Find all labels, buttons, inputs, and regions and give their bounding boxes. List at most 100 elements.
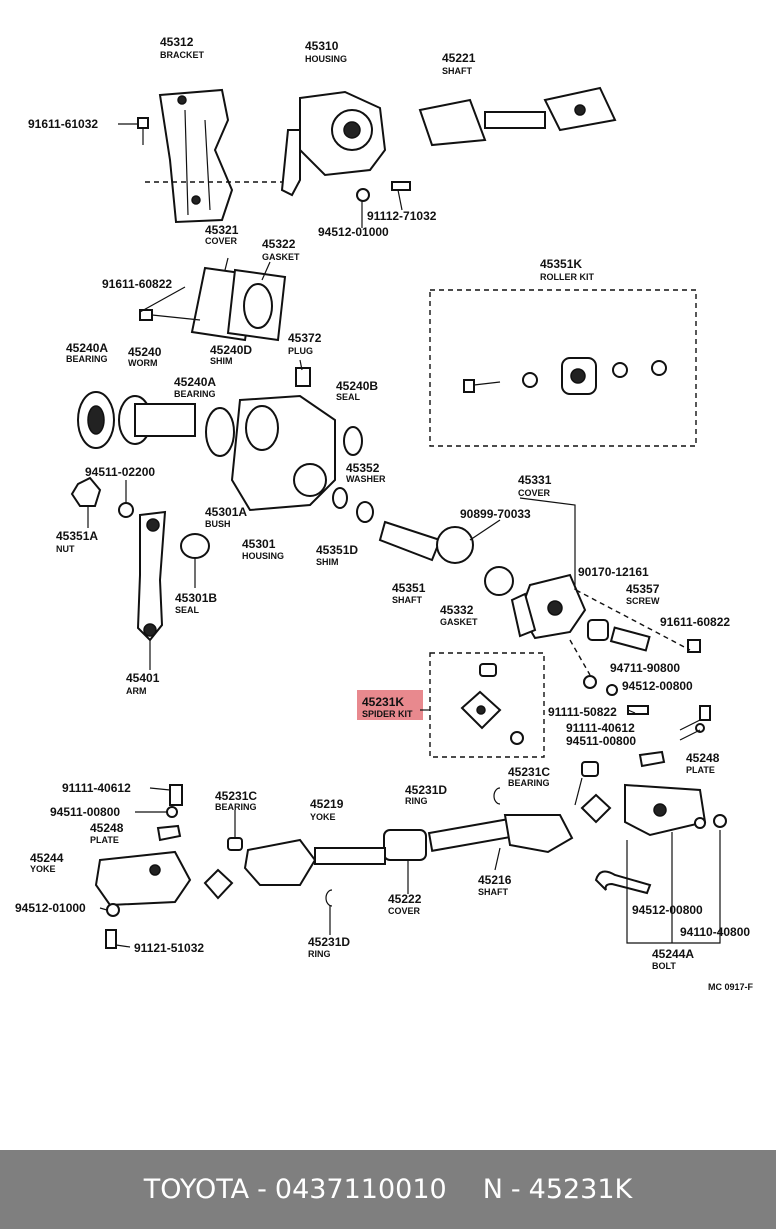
label-45321-num: 45321 bbox=[205, 223, 239, 237]
label-45248-b-name: PLATE bbox=[90, 835, 119, 845]
label-45240a-b-num: 45240A bbox=[174, 375, 216, 389]
label-94711-90800: 94711-90800 bbox=[610, 661, 680, 675]
bolt-91611-61032 bbox=[137, 117, 149, 145]
label-45240d-name: SHIM bbox=[210, 356, 233, 366]
label-45231k-num: 45231K bbox=[362, 695, 404, 709]
label-94511-02200: 94511-02200 bbox=[85, 465, 155, 479]
label-45331-num: 45331 bbox=[518, 473, 552, 487]
washer-94511-00800-b bbox=[166, 806, 178, 818]
washer-94711-90800 bbox=[583, 675, 597, 689]
label-45216-name: SHAFT bbox=[478, 887, 508, 897]
label-94511-00800-a: 94511-00800 bbox=[566, 734, 636, 748]
label-91611-60822-b: 91611-60822 bbox=[660, 615, 730, 629]
nut-94512-00800-a bbox=[606, 684, 618, 696]
label-45240b-name: SEAL bbox=[336, 392, 361, 402]
spider-kit-box bbox=[429, 652, 545, 758]
label-45332-name: GASKET bbox=[440, 617, 478, 627]
plate-45248-b bbox=[156, 824, 182, 842]
footer-part-number: 45231K bbox=[528, 1174, 633, 1205]
diagram-code: MC 0917-F bbox=[708, 982, 754, 992]
label-45240a-a-name: BEARING bbox=[66, 354, 108, 364]
label-45357-name: SCREW bbox=[626, 596, 660, 606]
label-91121-51032: 91121-51032 bbox=[134, 941, 204, 955]
bearing-45231c-a bbox=[581, 761, 599, 777]
cover-45222 bbox=[383, 829, 427, 861]
housing-45310 bbox=[280, 90, 387, 197]
label-91112-71032: 91112-71032 bbox=[367, 209, 437, 223]
spider-kit-parts bbox=[460, 663, 524, 745]
label-90899-70033: 90899-70033 bbox=[460, 507, 531, 521]
label-45352-num: 45352 bbox=[346, 461, 380, 475]
label-45332-num: 45332 bbox=[440, 603, 474, 617]
gasket-45332 bbox=[510, 592, 537, 638]
label-45221-name: SHAFT bbox=[442, 66, 472, 76]
bush-90899-70033 bbox=[484, 566, 514, 596]
label-45248-a-num: 45248 bbox=[686, 751, 720, 765]
bolt-91121-51032 bbox=[105, 929, 117, 949]
label-45372-num: 45372 bbox=[288, 331, 322, 345]
yoke-assembly-right bbox=[624, 783, 707, 837]
label-45351-num: 45351 bbox=[392, 581, 426, 595]
label-94512-01000-a: 94512-01000 bbox=[318, 225, 389, 239]
label-45301a-name: BUSH bbox=[205, 519, 231, 529]
shaft-45216 bbox=[427, 814, 574, 854]
label-45401-num: 45401 bbox=[126, 671, 160, 685]
label-45248-a-name: PLATE bbox=[686, 765, 715, 775]
nut-94512-00800-b bbox=[694, 817, 706, 829]
label-45222-num: 45222 bbox=[388, 892, 422, 906]
label-45216-num: 45216 bbox=[478, 873, 512, 887]
label-45357-num: 45357 bbox=[626, 582, 660, 596]
label-91111-40612-b: 91111-40612 bbox=[62, 781, 131, 795]
label-94110-40800: 94110-40800 bbox=[680, 925, 750, 939]
label-45401-name: ARM bbox=[126, 686, 147, 696]
label-45322-num: 45322 bbox=[262, 237, 296, 251]
label-45231k-name: SPIDER KIT bbox=[362, 709, 413, 719]
label-94512-01000-b: 94512-01000 bbox=[15, 901, 86, 915]
label-45351k-num: 45351K bbox=[540, 257, 582, 271]
highlight-45231k bbox=[357, 690, 423, 720]
label-45219-num: 45219 bbox=[310, 797, 344, 811]
label-45240a-b-name: BEARING bbox=[174, 389, 216, 399]
label-45351k-name: ROLLER KIT bbox=[540, 272, 594, 282]
label-45244a-num: 45244A bbox=[652, 947, 694, 961]
washer-94511-02200 bbox=[118, 502, 134, 518]
washer-45352 bbox=[356, 501, 374, 523]
label-45372-name: PLUG bbox=[288, 346, 313, 356]
label-45240-num: 45240 bbox=[128, 345, 162, 359]
washer-94110-40800 bbox=[713, 814, 727, 828]
label-45240b-num: 45240B bbox=[336, 379, 378, 393]
label-45351d-name: SHIM bbox=[316, 557, 339, 567]
shim-45351d bbox=[332, 487, 348, 509]
label-45240a-a-num: 45240A bbox=[66, 341, 108, 355]
bearing-45231c-b bbox=[227, 837, 243, 851]
ring-45231d-b bbox=[325, 889, 333, 907]
bolt-91111-40612-b bbox=[169, 784, 183, 806]
bolt-91611-60822-a bbox=[139, 309, 201, 321]
label-45248-b-num: 45248 bbox=[90, 821, 124, 835]
bolt-45244a bbox=[594, 870, 652, 895]
label-45301-num: 45301 bbox=[242, 537, 276, 551]
ring-45231d-a bbox=[493, 787, 501, 805]
bolt-91111-50822 bbox=[627, 705, 649, 715]
footer-brand: TOYOTA bbox=[143, 1174, 250, 1205]
label-45219-name: YOKE bbox=[310, 812, 336, 822]
label-45312-num: 45312 bbox=[160, 35, 194, 49]
label-45221-num: 45221 bbox=[442, 51, 476, 65]
housing-45301 bbox=[230, 394, 336, 512]
nut-45351a bbox=[70, 476, 102, 507]
label-45244-name: YOKE bbox=[30, 864, 56, 874]
label-45244-num: 45244 bbox=[30, 851, 64, 865]
footer-separator-2: - bbox=[510, 1174, 521, 1205]
label-45322-name: GASKET bbox=[262, 252, 300, 262]
label-45352-name: WASHER bbox=[346, 474, 386, 484]
nut-94512-01000-b bbox=[106, 903, 120, 917]
label-45301a-num: 45301A bbox=[205, 505, 247, 519]
label-45312-name: BRACKET bbox=[160, 50, 205, 60]
label-45231d-b-num: 45231D bbox=[308, 935, 350, 949]
label-45231c-b-num: 45231C bbox=[215, 789, 257, 803]
label-45244a-name: BOLT bbox=[652, 961, 676, 971]
label-45240-name: WORM bbox=[128, 358, 158, 368]
bolt-91112-71032 bbox=[391, 181, 411, 191]
label-91611-61032: 91611-61032 bbox=[28, 117, 98, 131]
bolt-91111-40612-a bbox=[699, 705, 711, 721]
